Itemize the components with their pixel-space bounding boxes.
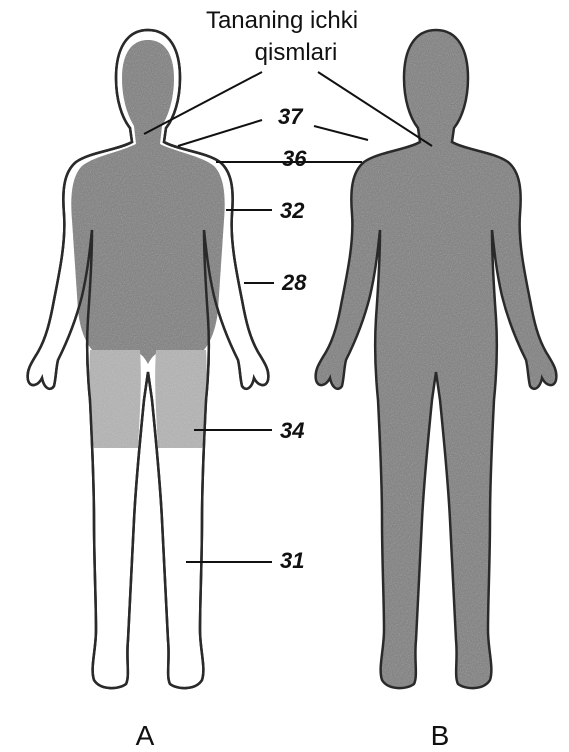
temp-36: 36	[282, 146, 307, 171]
title-line-2: qismlari	[255, 39, 338, 66]
temp-28: 28	[281, 270, 307, 295]
temp-31: 31	[280, 548, 304, 573]
temp-37: 37	[278, 104, 304, 129]
panel-label-b: B	[431, 720, 450, 751]
leader-37-a	[178, 120, 262, 146]
figure-b-core-region	[316, 30, 557, 688]
temp-34: 34	[280, 418, 304, 443]
figure-b	[316, 30, 557, 688]
leader-37-b	[314, 126, 368, 140]
temp-32: 32	[280, 198, 305, 223]
figure-a-core-region	[71, 40, 224, 364]
panel-label-a: A	[136, 720, 155, 751]
title-line-1: Tananing ichki	[206, 7, 358, 34]
